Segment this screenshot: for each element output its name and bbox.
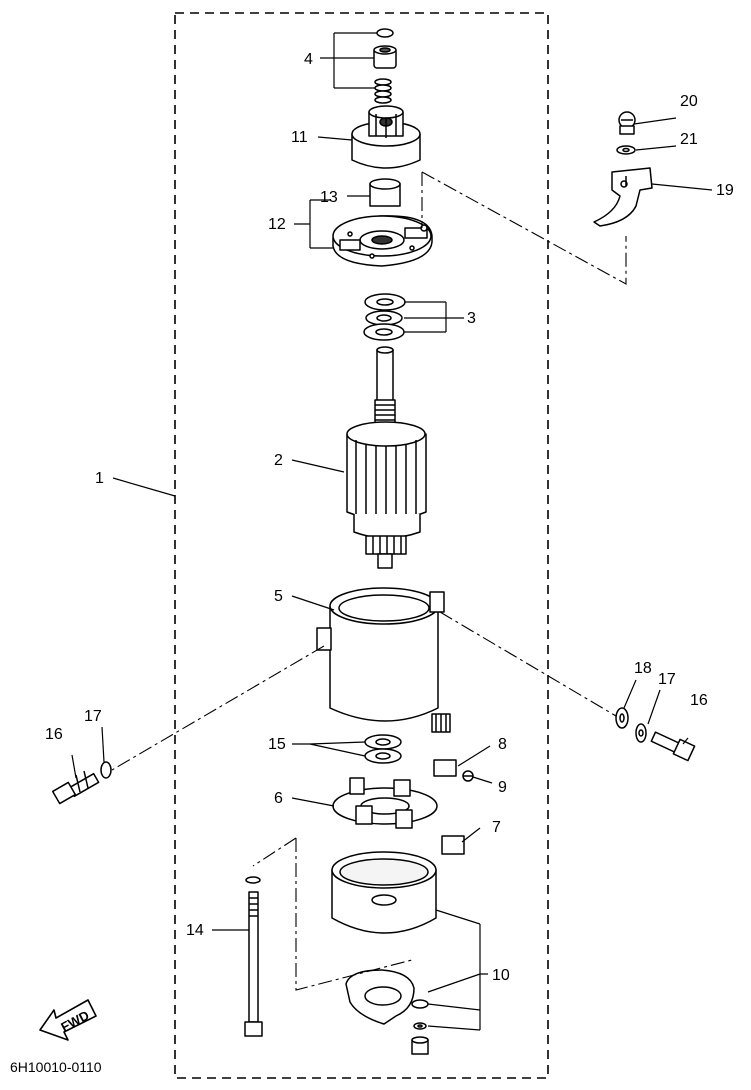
callout-2: 2 <box>274 452 283 469</box>
callout-6: 6 <box>274 790 283 807</box>
callout-13: 13 <box>320 189 338 206</box>
part-13-bushing <box>369 178 401 207</box>
part-17-washer-left <box>100 761 112 779</box>
callout-4: 4 <box>304 51 313 68</box>
part-5-yoke <box>316 587 451 733</box>
part-21-washer <box>616 145 636 155</box>
part-4-collar-spring <box>373 28 397 104</box>
part-10-rear-cover <box>331 851 437 1055</box>
callout-17-right: 17 <box>658 671 676 688</box>
callout-20: 20 <box>680 93 698 110</box>
part-17-washer-right <box>635 723 647 743</box>
callout-16-right: 16 <box>690 692 708 709</box>
callout-11: 11 <box>291 129 308 146</box>
part-7-brush <box>441 835 465 855</box>
part-9-screw <box>462 770 474 782</box>
leader-lines <box>71 32 713 1031</box>
part-14-through-bolt <box>244 876 263 1037</box>
assembly-boundary <box>174 12 549 1079</box>
centerlines <box>111 171 627 991</box>
callout-10: 10 <box>492 967 510 984</box>
callout-21: 21 <box>680 131 698 148</box>
callout-15: 15 <box>268 736 286 753</box>
callout-3: 3 <box>467 310 476 327</box>
fwd-label: FWD <box>58 1007 91 1034</box>
callout-14: 14 <box>186 922 204 939</box>
callout-12: 12 <box>268 216 286 233</box>
part-20-screw <box>618 111 636 135</box>
callout-7: 7 <box>492 819 501 836</box>
fwd-arrow-icon: FWD <box>39 999 97 1041</box>
part-2-armature <box>346 346 427 569</box>
callout-8: 8 <box>498 736 507 753</box>
callout-19: 19 <box>716 182 734 199</box>
part-15-washers <box>364 734 402 764</box>
callout-9: 9 <box>498 779 507 796</box>
callout-16-left: 16 <box>45 726 63 743</box>
part-3-washers <box>363 293 406 341</box>
callout-18: 18 <box>634 660 652 677</box>
part-18-washer <box>615 707 629 729</box>
callout-17-left: 17 <box>84 708 102 725</box>
part-19-bracket <box>593 167 653 227</box>
part-11-pinion <box>351 105 421 169</box>
part-8-brush <box>433 759 457 777</box>
part-16-bolt-right <box>650 731 696 762</box>
callout-1: 1 <box>95 470 104 487</box>
part-16-bolt-left <box>51 770 100 805</box>
callout-labels: 1 2 3 4 5 6 7 8 9 10 11 12 13 14 15 16 1… <box>45 51 734 984</box>
diagram-code: 6H10010-0110 <box>10 1059 102 1075</box>
part-6-brush-holder <box>332 777 438 829</box>
callout-5: 5 <box>274 588 283 605</box>
part-12-front-bracket <box>332 215 433 267</box>
